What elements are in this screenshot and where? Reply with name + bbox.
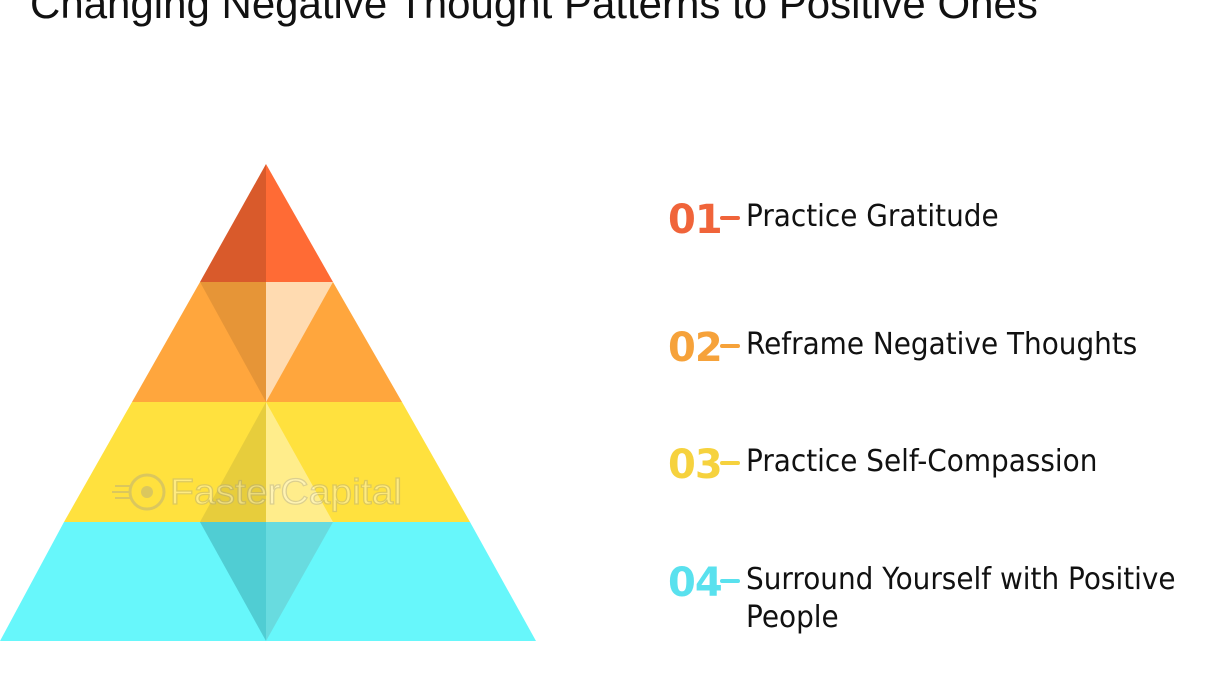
pyramid-tier-4-facet-right [266, 522, 333, 641]
step-label: Reframe Negative Thoughts [746, 327, 1138, 362]
step-number: 03 [668, 442, 723, 488]
step-label-block: Surround Yourself with Positive People [746, 561, 1208, 637]
step-dash [720, 344, 740, 348]
pyramid-tier-3 [64, 402, 470, 522]
pyramid-tier-3-facet-right [266, 402, 333, 522]
pyramid-tier-3-facet-left [200, 402, 266, 522]
step-label: Practice Gratitude [746, 199, 999, 234]
pyramid-tier-2-facet-right [266, 282, 333, 402]
step-number: 01 [668, 197, 723, 243]
pyramid-tier-1-right [266, 164, 333, 282]
steps-list: 01 Practice Gratitude 02 Reframe Negativ… [668, 0, 1215, 683]
step-number: 02 [668, 325, 723, 371]
pyramid-diagram: FasterCapital [0, 164, 536, 641]
pyramid-tier-2-facet-left [200, 282, 266, 402]
step-number: 04 [668, 560, 723, 606]
step-dash [720, 579, 740, 583]
step-label: Surround Yourself with Positive [746, 562, 1176, 597]
step-2: 02 Reframe Negative Thoughts [668, 326, 1167, 370]
step-dash [720, 461, 740, 465]
pyramid-tier-4-facet-left [200, 522, 266, 641]
step-dash [720, 216, 740, 220]
pyramid-tier-1-left [200, 164, 266, 282]
watermark-text: FasterCapital [170, 471, 402, 512]
step-3: 03 Practice Self-Compassion [668, 443, 1124, 487]
pyramid-tier-4 [0, 522, 536, 641]
page-title: Changing Negative Thought Patterns to Po… [30, 0, 1038, 27]
step-label: Practice Self-Compassion [746, 444, 1098, 479]
step-4: 04 Surround Yourself with Positive Peopl… [668, 561, 1208, 637]
watermark-logo: FasterCapital [112, 470, 403, 513]
step-1: 01 Practice Gratitude [668, 198, 1018, 242]
step-label-continued: People [746, 600, 839, 635]
watermark-gear-icon [128, 473, 166, 511]
